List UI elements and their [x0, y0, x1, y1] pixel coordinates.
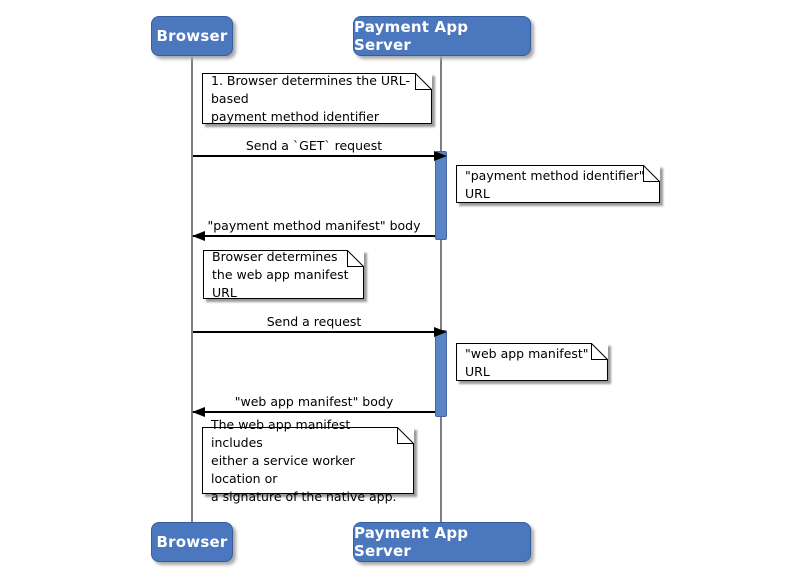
actor-box-browser-bottom: Browser	[151, 522, 233, 562]
note-fold-icon	[415, 72, 433, 90]
note-fold-icon	[643, 164, 661, 182]
message-send-request: Send a request	[193, 314, 447, 337]
message-line	[192, 407, 435, 417]
note-line: Browser determines	[212, 249, 338, 264]
arrowhead-right-icon	[434, 327, 447, 337]
actor-label: Browser	[156, 27, 228, 45]
arrowhead-left-icon	[192, 231, 205, 241]
note-fold-icon	[397, 426, 415, 444]
actor-label: Browser	[156, 533, 228, 551]
note-line: 1. Browser determines the URL-based	[211, 73, 410, 106]
actor-label: Payment App Server	[354, 18, 469, 54]
message-label: "payment method manifest" body	[207, 218, 421, 233]
note-line: "payment method identifier" URL	[465, 167, 645, 201]
actor-label: Payment App Server	[354, 524, 469, 560]
note-web-app-manifest-contents: The web app manifest includes either a s…	[202, 417, 415, 504]
note-web-app-manifest-url: "web app manifest" URL	[456, 342, 609, 381]
note-fold-icon	[347, 249, 365, 267]
message-line	[193, 327, 447, 337]
note-line: payment method identifier	[211, 109, 379, 124]
note-payment-method-identifier-step: 1. Browser determines the URL-based paym…	[202, 72, 433, 124]
activation-bar-server-2	[435, 330, 447, 417]
message-payment-method-manifest-body: "payment method manifest" body	[192, 218, 435, 241]
message-line	[193, 151, 447, 161]
message-label: Send a `GET` request	[245, 138, 383, 153]
lifeline-browser	[191, 55, 193, 523]
note-web-app-manifest-determine: Browser determines the web app manifest …	[203, 249, 365, 300]
note-line: the web app manifest URL	[212, 267, 349, 300]
note-line: a signature of the native app.	[211, 489, 397, 504]
message-label: "web app manifest" body	[234, 394, 394, 409]
actor-box-browser-top: Browser	[151, 16, 233, 56]
note-line: "web app manifest" URL	[465, 345, 589, 379]
message-web-app-manifest-body: "web app manifest" body	[192, 394, 435, 417]
arrowhead-left-icon	[192, 407, 205, 417]
note-line: either a service worker location or	[211, 453, 355, 486]
message-send-get-request: Send a `GET` request	[193, 138, 447, 161]
note-fold-icon	[591, 342, 609, 360]
note-line: The web app manifest includes	[211, 417, 351, 450]
message-line	[192, 231, 435, 241]
note-payment-method-identifier-url: "payment method identifier" URL	[456, 164, 661, 203]
actor-box-server-top: Payment App Server	[353, 16, 531, 56]
arrowhead-right-icon	[434, 151, 447, 161]
actor-box-server-bottom: Payment App Server	[353, 522, 531, 562]
lifeline-server	[440, 55, 442, 523]
activation-bar-server-1	[435, 151, 447, 240]
message-label: Send a request	[266, 314, 362, 329]
